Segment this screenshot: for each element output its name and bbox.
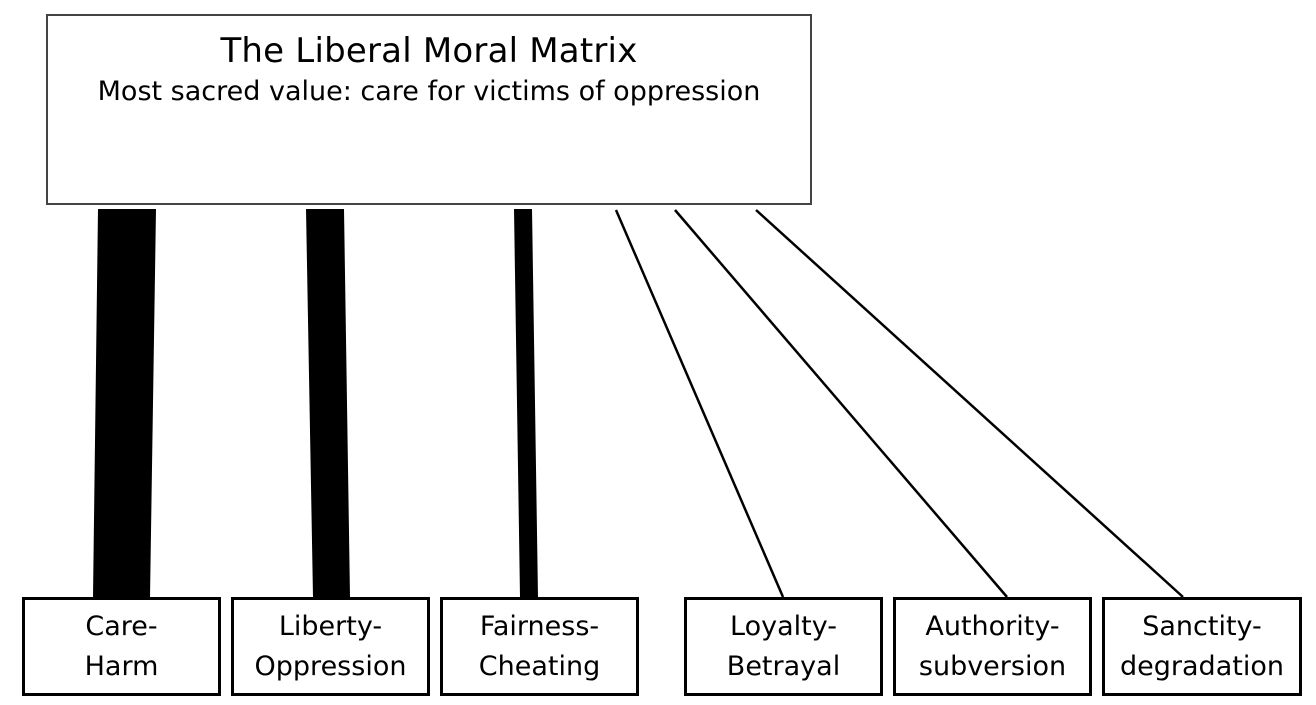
connector-authority-subversion (674, 209, 1008, 598)
connector-fairness-cheating (514, 209, 538, 597)
foundation-label-line2: Betrayal (726, 650, 841, 682)
connector-loyalty-betrayal (614, 209, 785, 598)
foundation-authority-subversion: Authority- subversion (893, 597, 1092, 696)
connector-liberty-oppression (306, 209, 350, 597)
foundation-care-harm: Care- Harm (22, 597, 221, 696)
foundation-label-line1: Liberty- (278, 610, 383, 642)
foundation-label-line1: Fairness- (479, 610, 600, 642)
matrix-header-box: The Liberal Moral Matrix Most sacred val… (46, 14, 812, 205)
foundation-label-line1: Care- (85, 610, 158, 642)
foundation-label-line2: Cheating (478, 650, 601, 682)
matrix-title: The Liberal Moral Matrix (220, 31, 638, 71)
foundation-label-line2: degradation (1120, 650, 1284, 682)
foundation-label-line2: Oppression (254, 650, 407, 682)
foundation-sanctity-degradation: Sanctity- degradation (1102, 597, 1302, 696)
foundation-label-line1: Authority- (925, 610, 1060, 642)
foundation-label-line2: subversion (918, 650, 1067, 682)
foundation-label-line1: Loyalty- (730, 610, 837, 642)
foundation-label-line1: Sanctity- (1142, 610, 1262, 642)
matrix-subtitle: Most sacred value: care for victims of o… (97, 76, 761, 107)
foundation-fairness-cheating: Fairness- Cheating (440, 597, 639, 696)
connector-care-harm (93, 209, 156, 597)
connector-sanctity-degradation (755, 209, 1184, 598)
foundation-liberty-oppression: Liberty- Oppression (231, 597, 430, 696)
foundation-label-line2: Harm (84, 650, 159, 682)
foundation-loyalty-betrayal: Loyalty- Betrayal (684, 597, 883, 696)
